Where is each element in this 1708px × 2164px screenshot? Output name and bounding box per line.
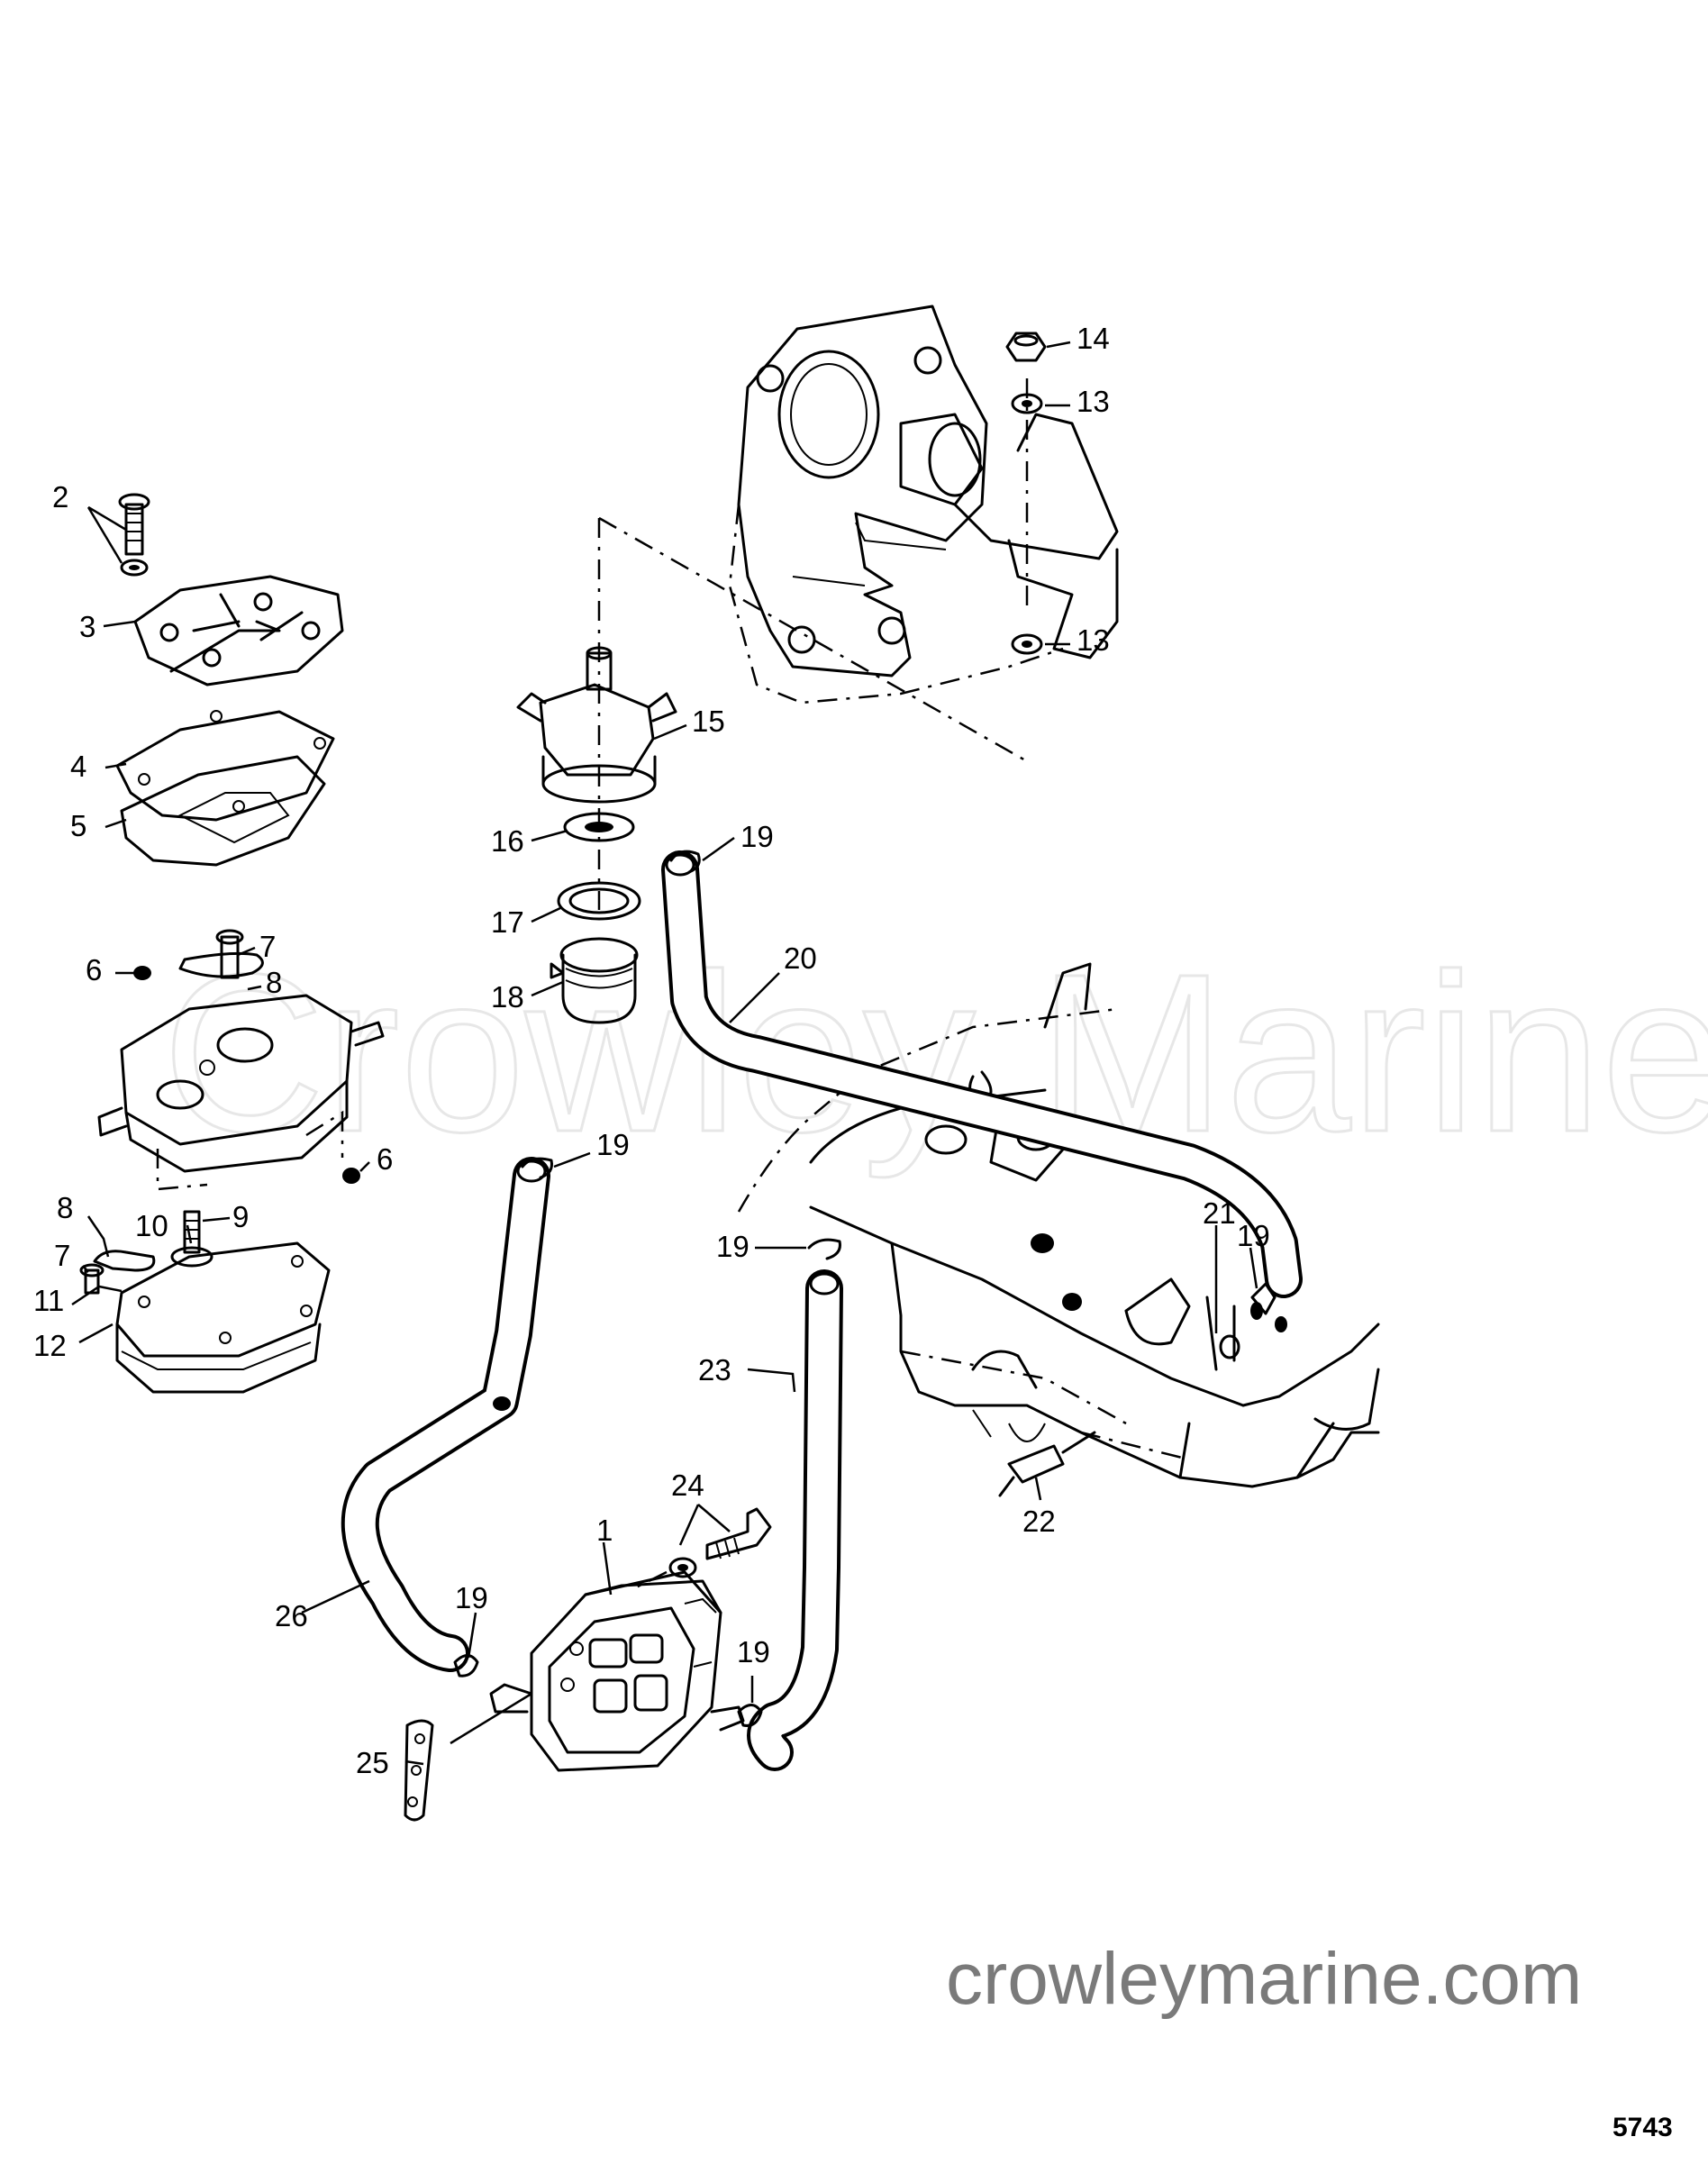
callout-2: 2 [52,480,68,514]
callout-6-lower: 6 [377,1142,393,1176]
callout-11: 11 [33,1284,64,1317]
fuel-filter-assembly [516,646,677,1024]
callout-leaders [71,341,1258,1766]
callout-22: 22 [1022,1505,1056,1538]
bolt-washer-24-drawing [630,1507,772,1592]
figure-number: 5743 [1613,2113,1673,2142]
callout-12: 12 [33,1329,67,1362]
callout-20: 20 [784,941,817,975]
filter-mount-line [597,516,1028,910]
callout-25: 25 [356,1746,389,1779]
callout-5: 5 [70,809,86,842]
callout-labels: 2 3 4 5 6 7 8 6 8 10 9 7 11 12 14 13 13 … [33,322,1270,1779]
callout-23: 23 [698,1353,731,1387]
fuel-hoses [341,850,1303,1771]
callout-3: 3 [79,610,95,643]
callout-1: 1 [596,1514,613,1547]
callout-26: 26 [275,1599,308,1632]
callout-13-lower: 13 [1077,623,1110,657]
pump-cover-parts [115,493,344,867]
callout-21: 21 [1203,1196,1236,1230]
callout-19-a: 19 [740,820,774,853]
callout-9: 9 [232,1200,249,1233]
callout-10: 10 [135,1209,168,1242]
stud-nut-washer-stack [1005,332,1047,655]
engine-base-drawing [737,962,1380,1497]
callout-8-lower: 8 [57,1191,73,1224]
callout-8-upper: 8 [266,966,282,999]
callout-4: 4 [70,750,86,783]
callout-14: 14 [1077,322,1110,355]
callout-15: 15 [692,705,725,738]
pump-body-parts [79,929,385,1394]
callout-19-f: 19 [737,1635,770,1668]
callout-19-d: 19 [1237,1219,1270,1252]
fuel-pump-drawing [404,1570,745,1822]
mounting-bracket-drawing [728,305,1119,705]
callout-13-upper: 13 [1077,385,1110,418]
callout-17: 17 [491,905,524,939]
callout-19-b: 19 [596,1128,630,1161]
hose-clamps [453,850,1276,1727]
watermark-text: Crowley Marine [162,927,1708,1178]
callout-24: 24 [671,1468,704,1502]
callout-16: 16 [491,824,524,858]
callout-19-e: 19 [455,1581,488,1614]
callout-19-c: 19 [716,1230,750,1263]
site-url: crowleymarine.com [946,1938,1583,2020]
callout-18: 18 [491,980,524,1014]
callout-7-upper: 7 [259,930,276,963]
callout-6-upper: 6 [86,953,102,987]
callout-7-lower: 7 [54,1239,70,1272]
